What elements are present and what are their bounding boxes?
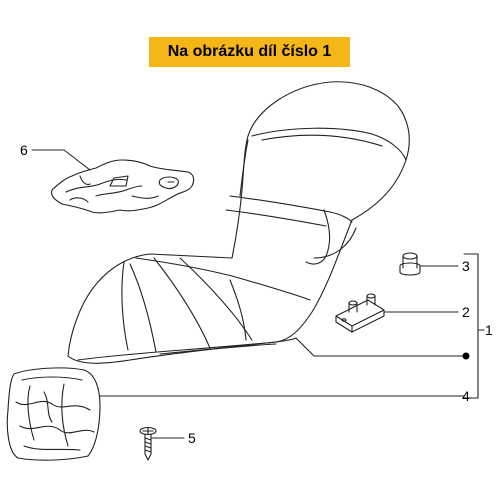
callout-1: 1 (485, 322, 493, 338)
banner-text: Na obrázku díl číslo 1 (167, 43, 332, 60)
assembly-dot (462, 352, 470, 360)
part-4-cover (6, 367, 101, 461)
part-number-banner: Na obrázku díl číslo 1 (149, 37, 350, 67)
callout-6: 6 (20, 142, 28, 158)
part-2-hinge-bracket (335, 293, 385, 333)
callout-2: 2 (462, 304, 470, 320)
callout-3: 3 (462, 258, 470, 274)
leader-lines (31, 149, 485, 439)
callout-5: 5 (188, 430, 196, 446)
part-3-rubber-bumper (399, 252, 421, 276)
part-5-screw (139, 426, 157, 461)
callout-4: 4 (462, 388, 470, 404)
part-1-seat (67, 81, 410, 364)
part-6-undertray-mat (51, 159, 195, 214)
